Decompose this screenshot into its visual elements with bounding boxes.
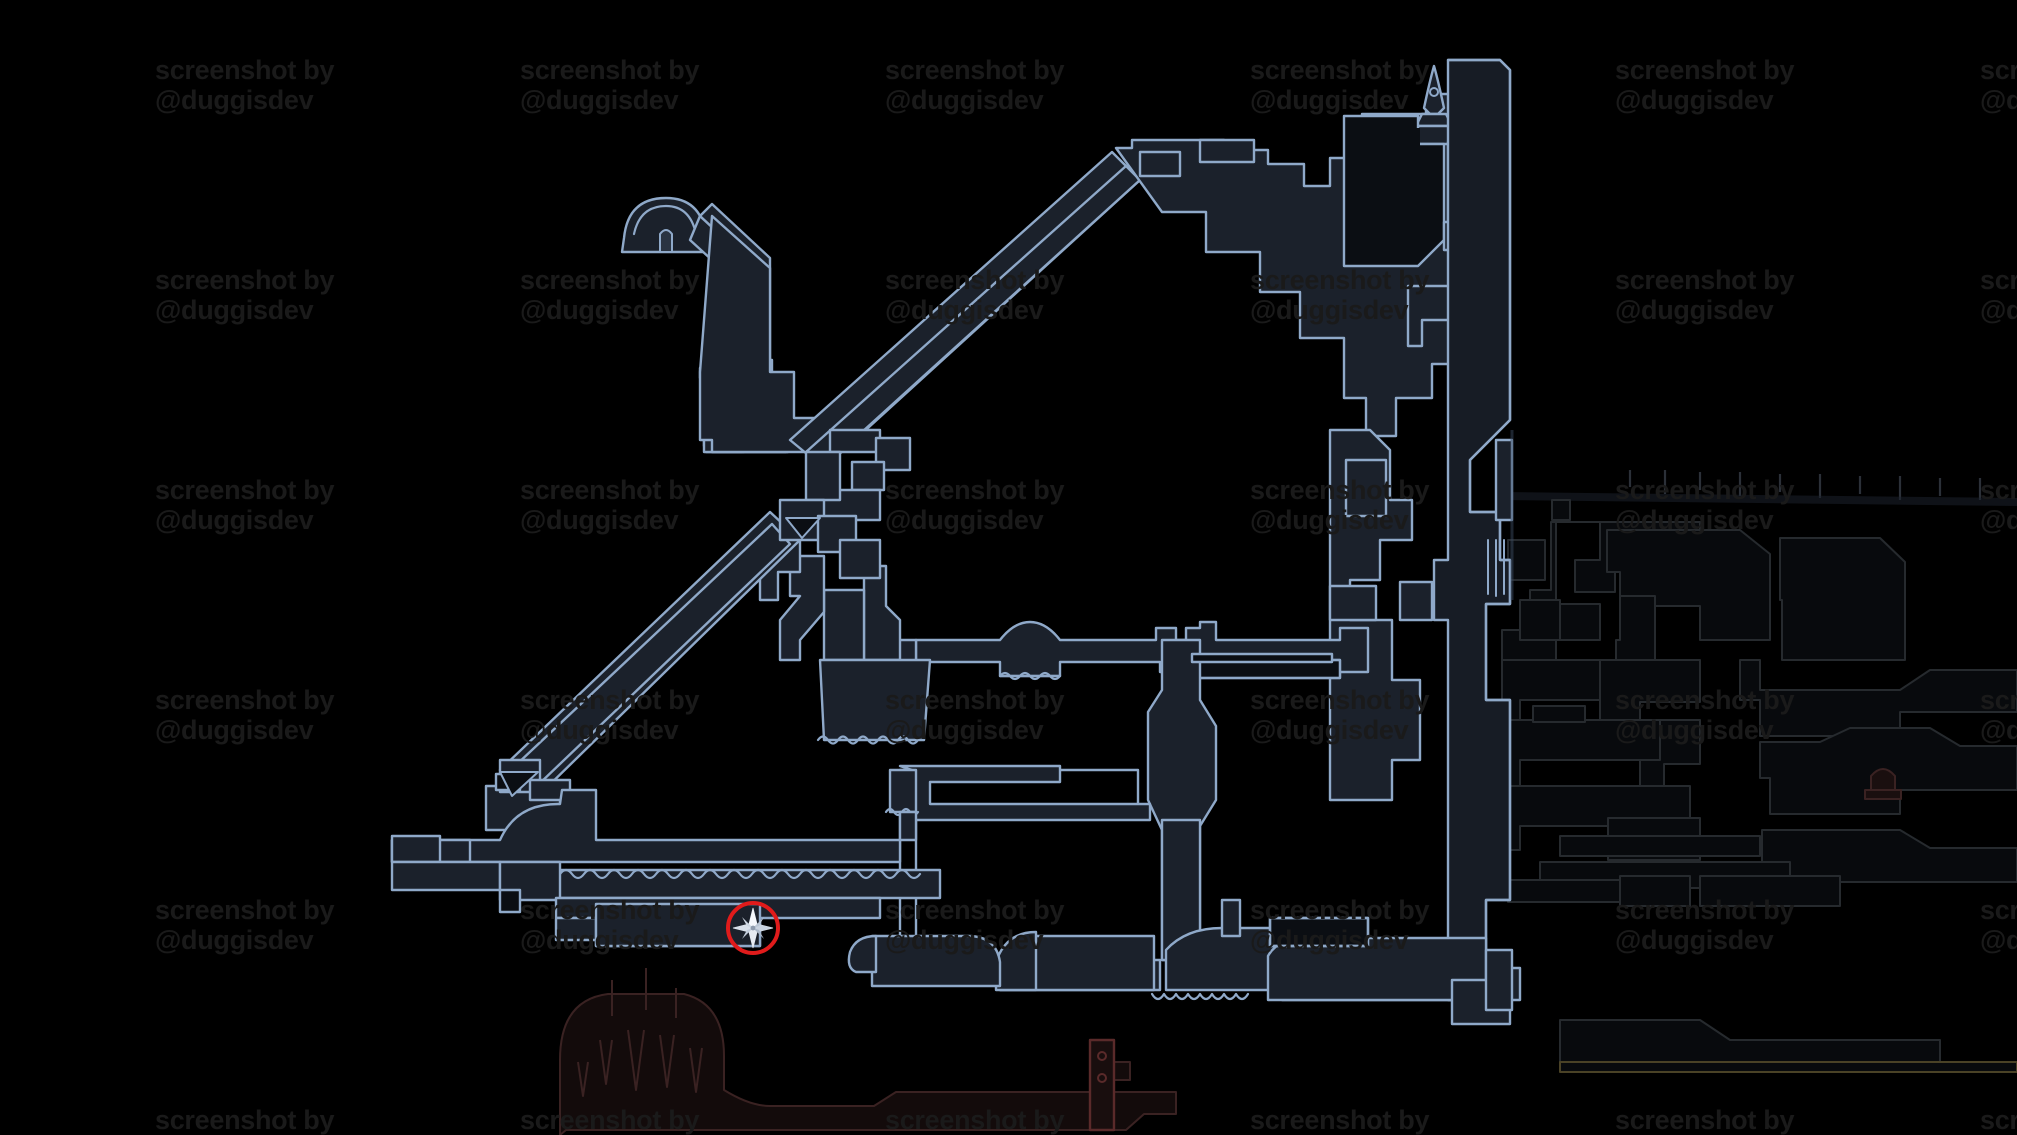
player-marker-ring [726,901,780,955]
dim-unexplored-region[interactable] [1499,470,2017,1073]
dim-cavern-region[interactable] [559,968,1177,1135]
explored-map-region[interactable] [390,58,1522,1026]
player-location-marker[interactable] [726,901,780,955]
compass-icon [732,907,774,949]
